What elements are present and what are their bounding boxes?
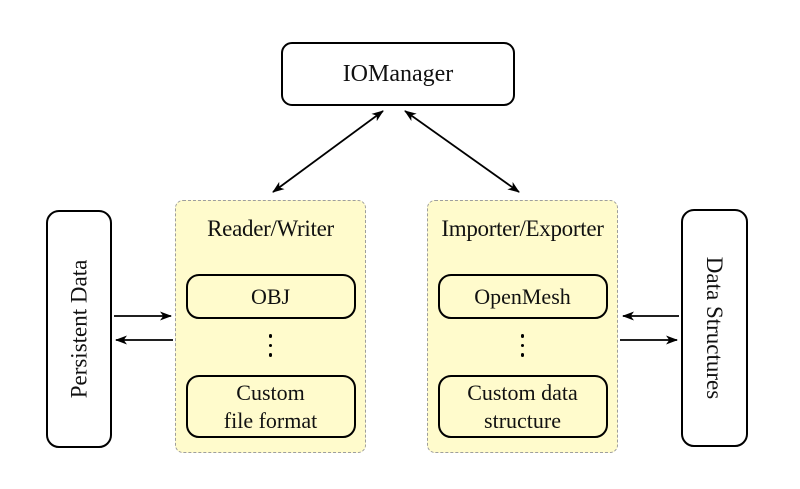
data-structures-label: Data Structures [702,256,728,400]
vertical-ellipsis-icon [176,334,365,357]
custom-file-format-line2: file format [223,407,318,433]
importer-exporter-title: Importer/Exporter [441,216,604,241]
node-data-structures: Data Structures [681,209,748,447]
node-custom-data-structure: Custom data structure [437,375,608,438]
node-obj: OBJ [185,274,356,319]
node-custom-file-format: Custom file format [185,375,356,438]
custom-file-format-line1: Custom [236,379,305,405]
arrow-iomanager-readerwriter [272,110,384,193]
obj-label: OBJ [250,283,291,309]
node-openmesh: OpenMesh [437,274,608,319]
iomanager-label: IOManager [342,60,454,87]
node-persistent-data: Persistent Data [46,210,112,448]
reader-writer-title: Reader/Writer [207,216,334,241]
group-reader-writer: Reader/Writer OBJ Custom file format [175,200,366,453]
group-importer-exporter: Importer/Exporter OpenMesh Custom data s… [427,200,618,453]
vertical-ellipsis-icon [428,334,617,357]
persistent-data-label: Persistent Data [66,259,92,399]
custom-data-structure-line1: Custom data [467,379,578,405]
arrow-iomanager-importerexporter [404,110,520,193]
openmesh-label: OpenMesh [474,283,571,309]
custom-data-structure-line2: structure [484,407,561,433]
node-iomanager: IOManager [281,42,515,106]
